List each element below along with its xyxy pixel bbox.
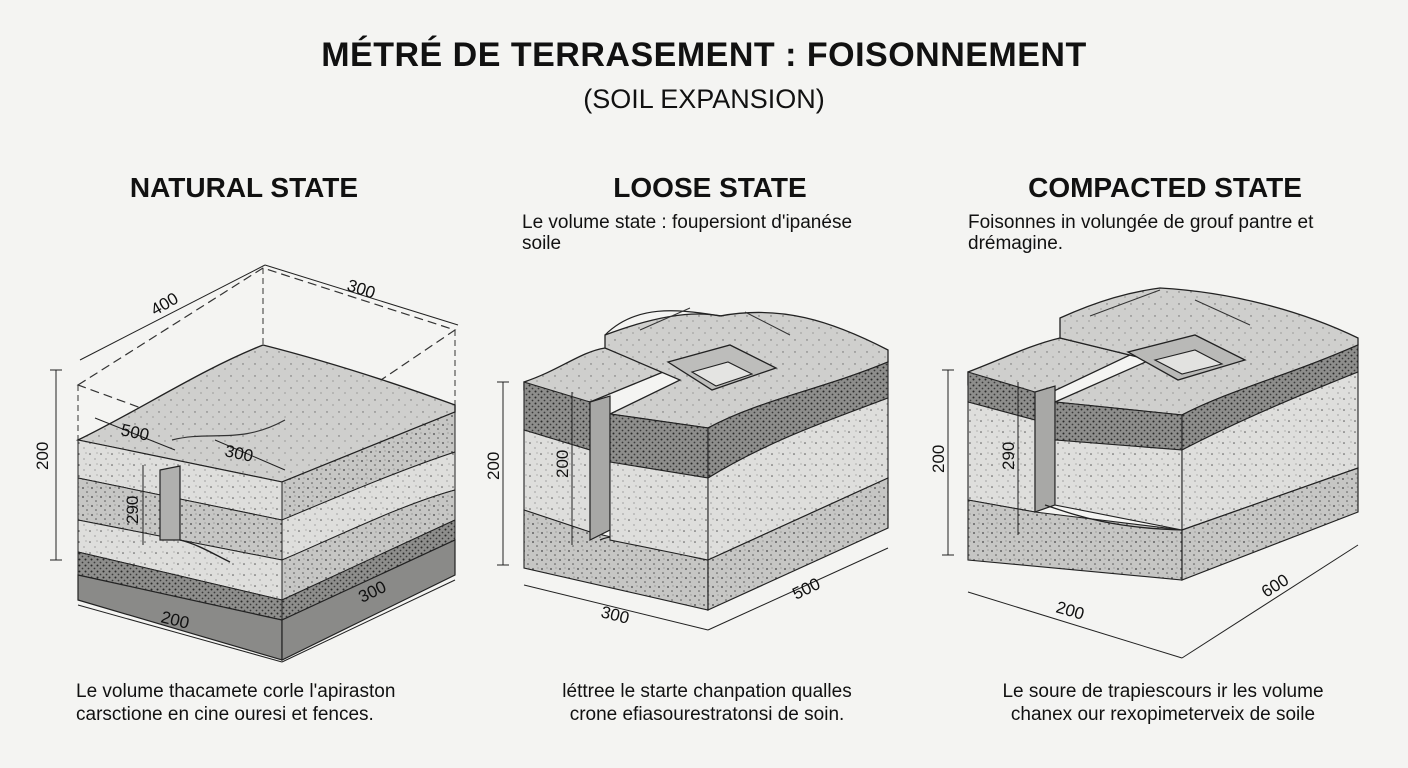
natural-state-block [50,264,459,663]
caption-compacted: Le soure de trapiescours ir les volume c… [948,680,1378,726]
description-line: Le volume state : foupersiont d'ipanése [522,212,853,233]
compacted-state-block [942,287,1359,659]
panel-description-compacted: Foisonnes in volungée de grouf pantre et… [968,212,1313,254]
natural-top-surface [75,344,456,483]
caption-line: Le volume thacamete corle l'apiraston [76,681,396,702]
dim-natural-left-height: 200 [33,442,52,470]
caption-line: crone efiasourestratonsi de soin. [569,704,845,725]
caption-line: Le soure de trapiescours ir les volume [1002,681,1324,702]
caption-natural: Le volume thacamete corle l'apiraston ca… [42,680,506,726]
compacted-trench [1034,385,1056,513]
page-subtitle: (SOIL EXPANSION) [583,84,825,114]
panel-heading-compacted: COMPACTED STATE [1028,172,1302,203]
panel-heading-loose: LOOSE STATE [613,172,807,203]
dim-natural-top-left: 400 [148,289,182,320]
loose-trench [589,395,611,541]
dim-loose-bottom-right: 500 [789,574,823,604]
dim-compacted-left-height: 200 [929,445,948,473]
panel-description-loose: Le volume state : foupersiont d'ipanése … [522,212,852,254]
caption-line: chanex our rexopimeterveix de soile [1010,704,1316,725]
description-line: Foisonnes in volungée de grouf pantre et [968,212,1314,233]
natural-trench [159,465,181,541]
dim-natural-top-right: 300 [345,276,378,303]
dim-loose-left-height: 200 [484,452,503,480]
dim-compacted-inner-height: 290 [999,442,1018,470]
caption-line: léttree le starte chanpation qualles [562,681,852,702]
page-title: MÉTRÉ DE TERRASEMENT : FOISONNEMENT [321,36,1087,74]
loose-state-block [497,307,889,631]
dim-loose-bottom-left: 300 [599,602,631,627]
description-line: soile [522,233,562,254]
caption-line: carsctione en cine ouresi et fences. [76,704,374,725]
dim-loose-inner-height: 200 [553,450,572,478]
caption-loose: léttree le starte chanpation qualles cro… [492,680,922,726]
description-line: drémagine. [968,233,1064,254]
panel-heading-natural: NATURAL STATE [129,172,359,203]
dim-natural-inner-height: 290 [123,496,142,524]
dim-compacted-bottom-right: 600 [1258,570,1292,601]
